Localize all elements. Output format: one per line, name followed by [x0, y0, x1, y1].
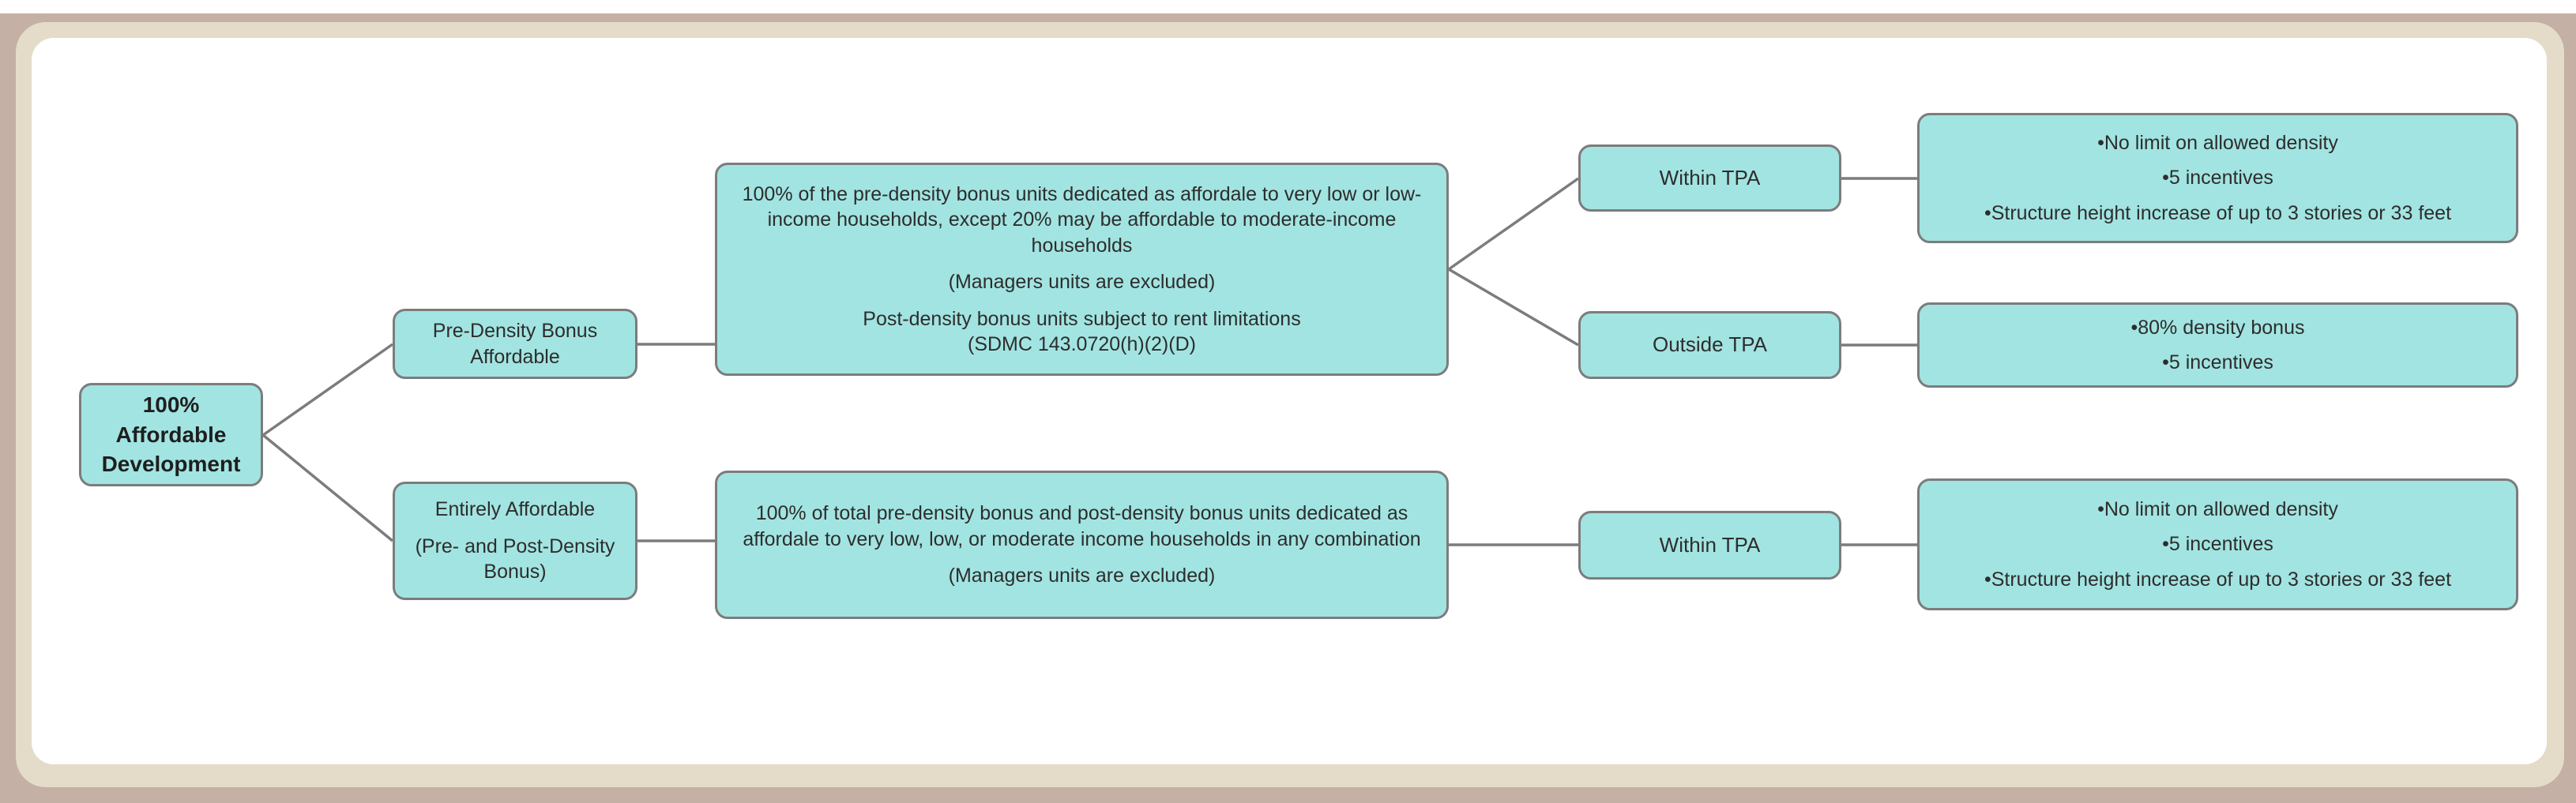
- node-text-group: Post-density bonus units subject to rent…: [863, 306, 1300, 358]
- node-within-tpa-top: Within TPA: [1578, 144, 1841, 212]
- node-text: 100% of the pre-density bonus units dedi…: [742, 182, 1422, 257]
- bullet-item: •No limit on allowed density: [2097, 131, 2338, 154]
- node-text: 100% of total pre-density bonus and post…: [743, 502, 1421, 550]
- connector-root-to-pre-density: [261, 343, 394, 437]
- node-text-line: Development: [101, 452, 241, 477]
- bullet-item: •5 incentives: [2162, 351, 2273, 373]
- node-within-tpa-bottom: Within TPA: [1578, 511, 1841, 580]
- bullet-item: •5 incentives: [2162, 533, 2273, 556]
- bullet-item: •5 incentives: [2162, 167, 2273, 189]
- node-outcome-outside-tpa: •80% density bonus •5 incentives: [1917, 302, 2518, 388]
- node-outside-tpa: Outside TPA: [1578, 311, 1841, 379]
- connector-root-to-entirely: [261, 433, 394, 542]
- bullet-item: •80% density bonus: [2130, 316, 2305, 339]
- node-text: Within TPA: [1659, 165, 1761, 189]
- node-100-affordable-development: 100% Affordable Development: [79, 383, 263, 486]
- node-text-line: (SDMC 143.0720(h)(2)(D): [968, 333, 1196, 355]
- node-text: (Managers units are excluded): [948, 271, 1216, 293]
- node-text: Entirely Affordable: [434, 498, 596, 521]
- node-text: (Pre- and Post-Density Bonus): [415, 535, 615, 583]
- node-text: Pre-Density Bonus Affordable: [432, 320, 598, 368]
- node-entirely-description: 100% of total pre-density bonus and post…: [715, 471, 1449, 619]
- node-text: Outside TPA: [1653, 332, 1767, 357]
- node-pre-density-bonus-affordable: Pre-Density Bonus Affordable: [393, 309, 637, 379]
- bullet-item: •Structure height increase of up to 3 st…: [1984, 201, 2452, 224]
- node-text: (Managers units are excluded): [948, 565, 1216, 587]
- bullet-item: •Structure height increase of up to 3 st…: [1984, 568, 2452, 591]
- node-outcome-within-tpa-top: •No limit on allowed density •5 incentiv…: [1917, 113, 2518, 243]
- node-text: Within TPA: [1659, 532, 1761, 557]
- node-text-line: Affordable: [115, 422, 227, 447]
- connector-description-to-outside-tpa: [1448, 268, 1579, 347]
- node-pre-density-description: 100% of the pre-density bonus units dedi…: [715, 163, 1449, 376]
- node-outcome-within-tpa-bottom: •No limit on allowed density •5 incentiv…: [1917, 478, 2518, 610]
- node-text-line: Post-density bonus units subject to rent…: [863, 307, 1301, 330]
- node-entirely-affordable: Entirely Affordable (Pre- and Post-Densi…: [393, 482, 637, 600]
- node-text-line: 100%: [142, 392, 200, 417]
- connector-description-to-within-tpa: [1447, 177, 1580, 271]
- bullet-item: •No limit on allowed density: [2097, 497, 2338, 520]
